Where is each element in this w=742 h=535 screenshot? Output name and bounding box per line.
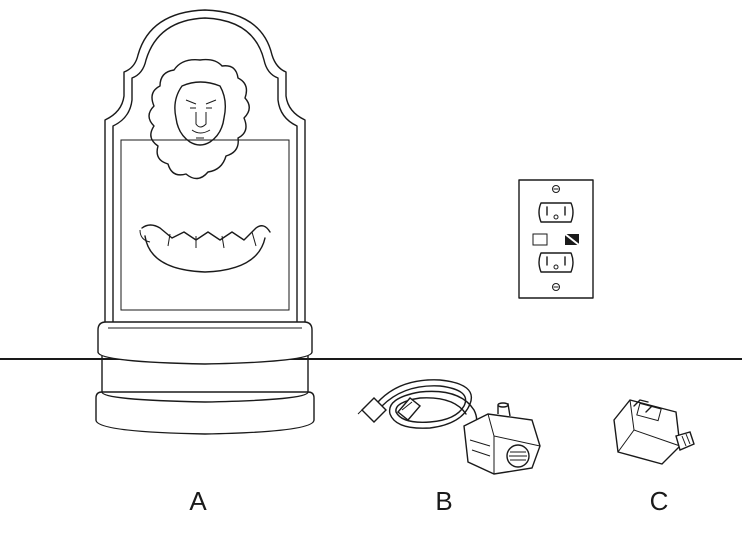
lion-head-wall-fountain-icon	[95, 9, 315, 435]
label-b: B	[435, 486, 453, 516]
submersible-pump-with-cord-icon	[357, 379, 541, 475]
label-a: A	[189, 486, 207, 516]
power-adapter-icon	[613, 399, 695, 465]
label-c: C	[649, 486, 669, 516]
wall-outlet-icon	[518, 179, 594, 299]
